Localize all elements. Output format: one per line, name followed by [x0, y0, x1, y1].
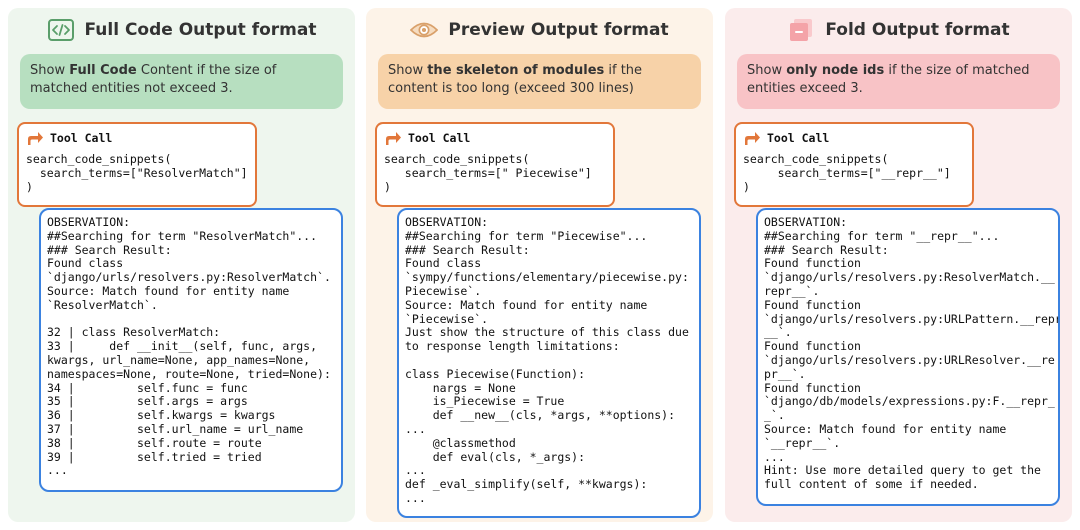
- observation-box: OBSERVATION: ##Searching for term "Piece…: [397, 208, 701, 518]
- share-arrow-icon: [26, 130, 44, 146]
- tool-call-code: search_code_snippets( search_terms=[" Pi…: [384, 152, 592, 194]
- desc-highlight: Full Code: [69, 63, 137, 78]
- format-description: Show Full Code Content if the size of ma…: [20, 54, 343, 109]
- tool-call-box: Tool Call search_code_snippets( search_t…: [734, 122, 974, 207]
- observation-box: OBSERVATION: ##Searching for term "Resol…: [39, 208, 343, 492]
- panel-title-text: Preview Output format: [448, 20, 669, 40]
- desc-text: Content if the size of matched entities …: [30, 63, 277, 96]
- tool-call-header: Tool Call: [384, 130, 606, 146]
- tool-call-code: search_code_snippets( search_terms=["__r…: [743, 152, 951, 194]
- panel-title: Preview Output format: [366, 18, 713, 42]
- desc-highlight: the skeleton of modules: [427, 63, 605, 78]
- share-arrow-icon: [743, 130, 761, 146]
- tool-call-label: Tool Call: [50, 131, 113, 145]
- desc-text: Show: [30, 63, 70, 78]
- code-icon: [47, 18, 75, 42]
- full-code-panel: Full Code Output format Show Full Code C…: [8, 8, 355, 522]
- desc-text: Show: [747, 63, 787, 78]
- fold-icon: [787, 18, 815, 42]
- panel-title: Full Code Output format: [8, 18, 355, 42]
- tool-call-header: Tool Call: [26, 130, 248, 146]
- panel-title-text: Fold Output format: [825, 20, 1010, 40]
- observation-box: OBSERVATION: ##Searching for term "__rep…: [756, 208, 1060, 506]
- desc-text: if the size of matched entities exceed 3…: [747, 63, 1030, 96]
- desc-text: if the content is too long (exceed 300 l…: [388, 63, 643, 96]
- tool-call-label: Tool Call: [408, 131, 471, 145]
- tool-call-header: Tool Call: [743, 130, 965, 146]
- desc-text: Show: [388, 63, 428, 78]
- format-description: Show the skeleton of modules if the cont…: [378, 54, 701, 109]
- tool-call-label: Tool Call: [767, 131, 830, 145]
- tool-call-box: Tool Call search_code_snippets( search_t…: [17, 122, 257, 207]
- share-arrow-icon: [384, 130, 402, 146]
- format-description: Show only node ids if the size of matche…: [737, 54, 1060, 109]
- tool-call-code: search_code_snippets( search_terms=["Res…: [26, 152, 248, 194]
- tool-call-box: Tool Call search_code_snippets( search_t…: [375, 122, 615, 207]
- eye-icon: [410, 18, 439, 42]
- preview-panel: Preview Output format Show the skeleton …: [366, 8, 713, 522]
- panel-title-text: Full Code Output format: [84, 20, 317, 40]
- panel-title: Fold Output format: [725, 18, 1072, 42]
- desc-highlight: only node ids: [786, 63, 885, 78]
- fold-panel: Fold Output format Show only node ids if…: [725, 8, 1072, 522]
